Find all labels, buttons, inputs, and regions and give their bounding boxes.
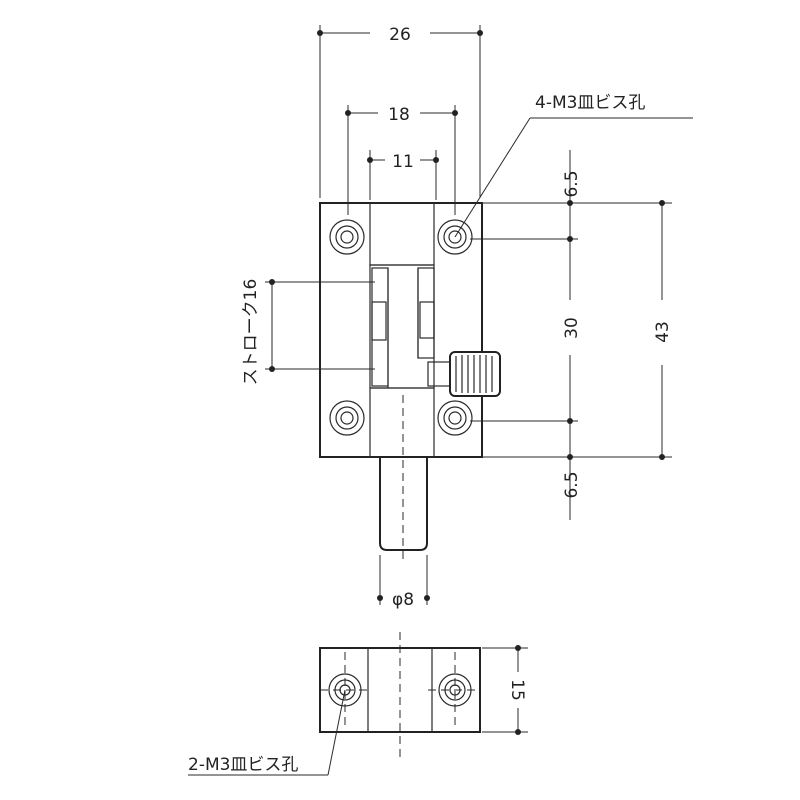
dim-43-label: 43 — [653, 321, 673, 343]
bolt-pin — [379, 395, 428, 560]
dim-18-label: 18 — [388, 105, 410, 125]
dim-height-30 — [470, 150, 578, 520]
dim-26-label: 26 — [389, 25, 411, 45]
screw-hole-top-left — [329, 219, 365, 255]
dim-diameter-8 — [377, 555, 430, 605]
screw-hole-bottom-right — [437, 400, 473, 436]
dim-width-11 — [367, 150, 439, 200]
bottom-hole-right — [438, 673, 472, 707]
dim-width-26 — [317, 25, 483, 198]
dim-30-label: 30 — [562, 317, 582, 339]
dim-height-43 — [482, 200, 672, 460]
bottom-holes-label: 2-M3皿ビス孔 — [188, 755, 298, 775]
dim-top-65-label: 6.5 — [562, 170, 582, 197]
leader-bottom-holes — [188, 689, 346, 776]
dim-bottom-65-label: 6.5 — [562, 471, 582, 498]
dim-depth-15 — [482, 645, 528, 735]
top-holes-label: 4-M3皿ビス孔 — [535, 93, 645, 113]
dim-11-label: 11 — [392, 152, 414, 172]
base-plate — [319, 202, 483, 458]
leader-top-holes — [454, 117, 693, 238]
bottom-view — [319, 632, 481, 760]
dim-15-label: 15 — [507, 679, 527, 701]
bottom-hole-left — [328, 673, 362, 707]
phi-8-label: φ8 — [392, 590, 414, 610]
screw-hole-top-right — [437, 219, 473, 255]
dim-width-18 — [345, 105, 458, 215]
screw-hole-bottom-left — [329, 400, 365, 436]
knob — [427, 351, 501, 397]
dim-stroke-16 — [265, 279, 375, 372]
stroke-16-label: ストローク16 — [241, 279, 261, 386]
